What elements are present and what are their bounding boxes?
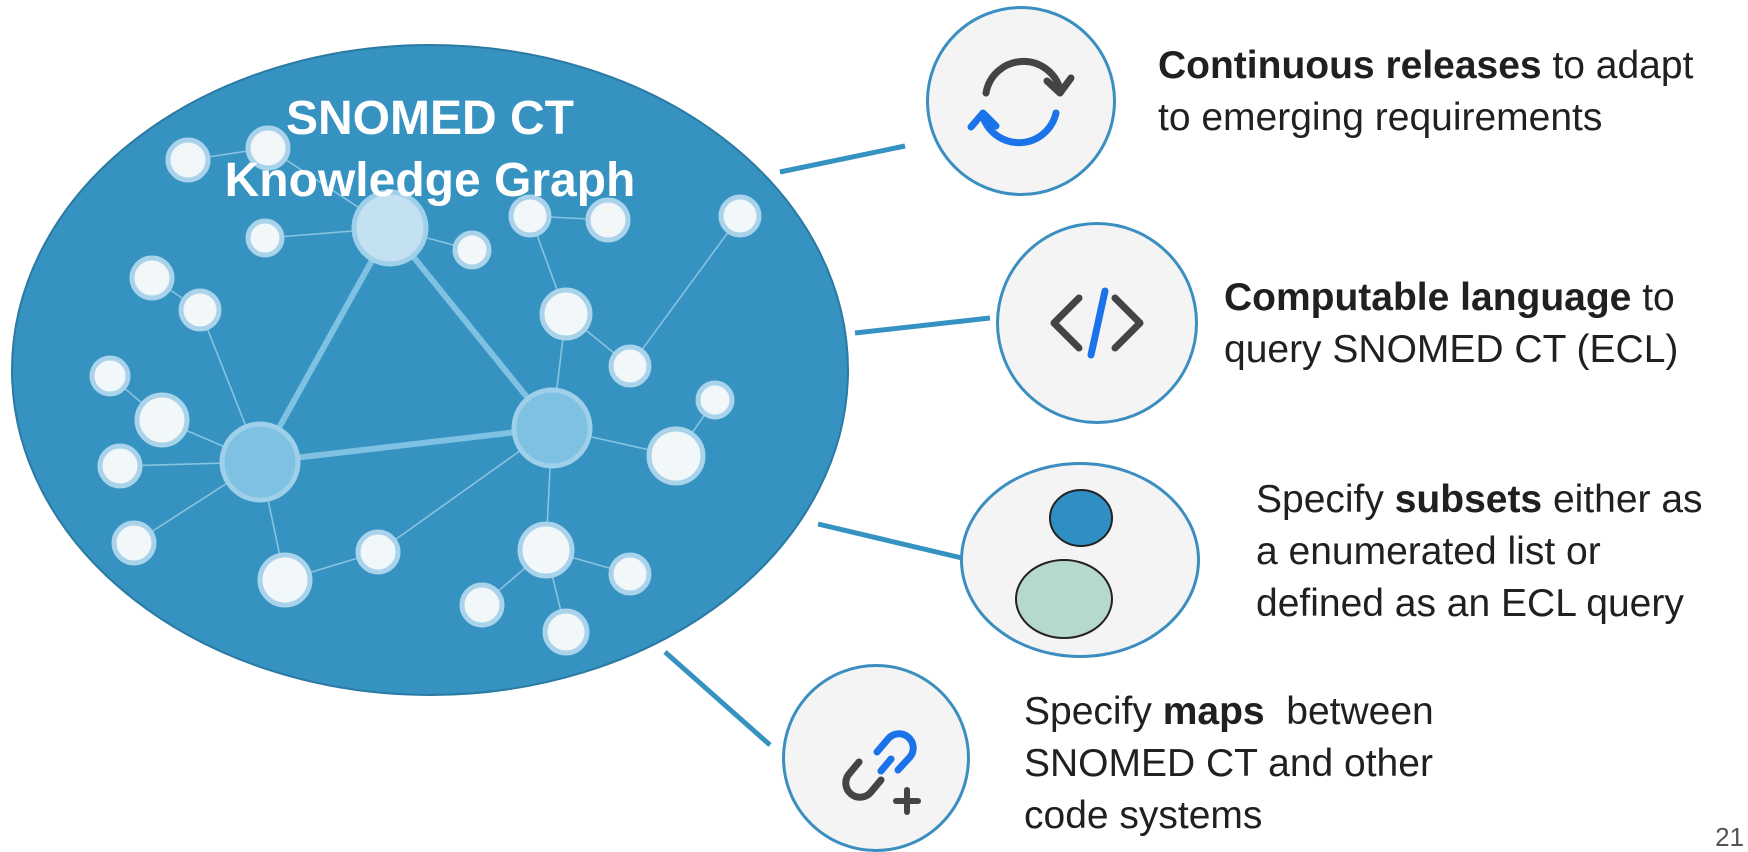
graph-node — [718, 194, 762, 238]
feature-maps-pre: Specify — [1024, 690, 1163, 733]
graph-hub-node — [351, 189, 429, 267]
connector-line — [663, 650, 772, 747]
graph-node — [245, 218, 285, 258]
feature-subsets-line2: a enumerated list or — [1256, 530, 1601, 573]
graph-node — [165, 137, 211, 183]
connector-line — [779, 143, 906, 175]
feature-subsets-pre: Specify — [1256, 478, 1395, 521]
connector-line — [854, 315, 991, 336]
code-icon — [996, 222, 1198, 424]
graph-title-line-1: SNOMED CT — [286, 92, 574, 145]
graph-node — [355, 529, 401, 575]
feature-releases-text: Continuous releases to adapt to emerging… — [1158, 40, 1693, 144]
feature-maps-bold: maps — [1162, 690, 1265, 733]
feature-maps-line3: code systems — [1024, 794, 1263, 837]
graph-node — [508, 194, 552, 238]
graph-edge — [387, 226, 555, 430]
graph-title-line-2: Knowledge Graph — [224, 154, 636, 207]
graph-node — [134, 392, 190, 448]
graph-edge — [257, 226, 393, 464]
graph-edge — [259, 425, 553, 465]
feature-ecl-line2: query SNOMED CT (ECL) — [1224, 328, 1679, 371]
graph-node — [178, 288, 222, 332]
graph-node — [97, 443, 143, 489]
feature-maps-rest: between — [1264, 690, 1434, 733]
graph-node — [585, 197, 631, 243]
graph-node — [245, 125, 291, 171]
feature-releases-bold: Continuous releases — [1158, 44, 1542, 87]
feature-releases-rest: to adapt — [1541, 44, 1694, 87]
graph-node — [452, 230, 492, 270]
link-add-icon — [782, 664, 970, 852]
refresh-icon — [926, 6, 1116, 196]
feature-releases-line2: to emerging requirements — [1158, 96, 1603, 139]
feature-ecl-rest: to — [1631, 276, 1675, 319]
feature-maps-text: Specify maps between SNOMED CT and other… — [1024, 686, 1434, 842]
graph-node — [608, 552, 652, 596]
page-number: 21 — [1715, 822, 1744, 852]
graph-hub-node — [219, 421, 301, 503]
graph-node — [542, 608, 590, 656]
graph-node — [111, 520, 157, 566]
graph-nodes — [89, 125, 762, 656]
graph-node — [89, 355, 131, 397]
graph-node — [608, 344, 652, 388]
graph-node — [517, 521, 575, 579]
feature-ecl-bold: Computable language — [1224, 276, 1632, 319]
subset-icon — [960, 462, 1200, 658]
connector-line — [817, 521, 963, 561]
graph-node — [257, 552, 313, 608]
feature-subsets-line3: defined as an ECL query — [1256, 582, 1684, 625]
graph-node — [539, 287, 593, 341]
feature-subsets-rest: either as — [1542, 478, 1703, 521]
feature-subsets-bold: subsets — [1394, 478, 1543, 521]
graph-title: SNOMED CT Knowledge Graph — [190, 88, 670, 212]
graph-node — [459, 582, 505, 628]
graph-node — [695, 380, 735, 420]
graph-node — [646, 426, 706, 486]
knowledge-graph-ellipse — [11, 44, 849, 696]
graph-hub-node — [511, 387, 593, 469]
graph-node — [129, 255, 175, 301]
graph-edge — [629, 215, 741, 367]
feature-subsets-text: Specify subsets either as a enumerated l… — [1256, 474, 1703, 630]
feature-maps-line2: SNOMED CT and other — [1024, 742, 1433, 785]
feature-ecl-text: Computable language to query SNOMED CT (… — [1224, 272, 1678, 376]
